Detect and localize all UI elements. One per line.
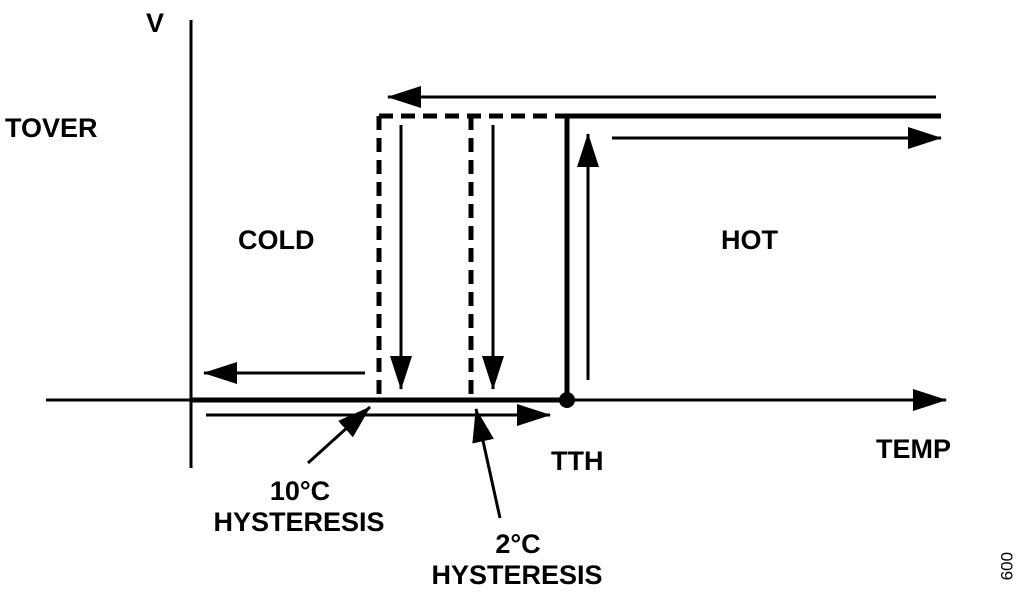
figure-id: 009 (997, 552, 1016, 581)
hot-region-label: HOT (721, 225, 779, 255)
threshold-dot (559, 392, 575, 408)
threshold-label: TTH (551, 446, 603, 476)
hysteresis-10c-pointer-arrow (306, 405, 372, 465)
hysteresis-2c-word: HYSTERESIS (431, 560, 602, 590)
high-level-label: TOVER (5, 113, 98, 143)
x-axis-label: TEMP (876, 434, 951, 464)
hysteresis-10c-value: 10°C (270, 476, 330, 506)
threshold-step-line (564, 113, 941, 400)
hysteresis-10c-word: HYSTERESIS (213, 507, 384, 537)
hysteresis-2c-pointer-arrow (472, 408, 502, 519)
y-axis-label: V (146, 8, 164, 38)
hysteresis-2c-value: 2°C (495, 529, 540, 559)
cold-region-label: COLD (238, 225, 315, 255)
